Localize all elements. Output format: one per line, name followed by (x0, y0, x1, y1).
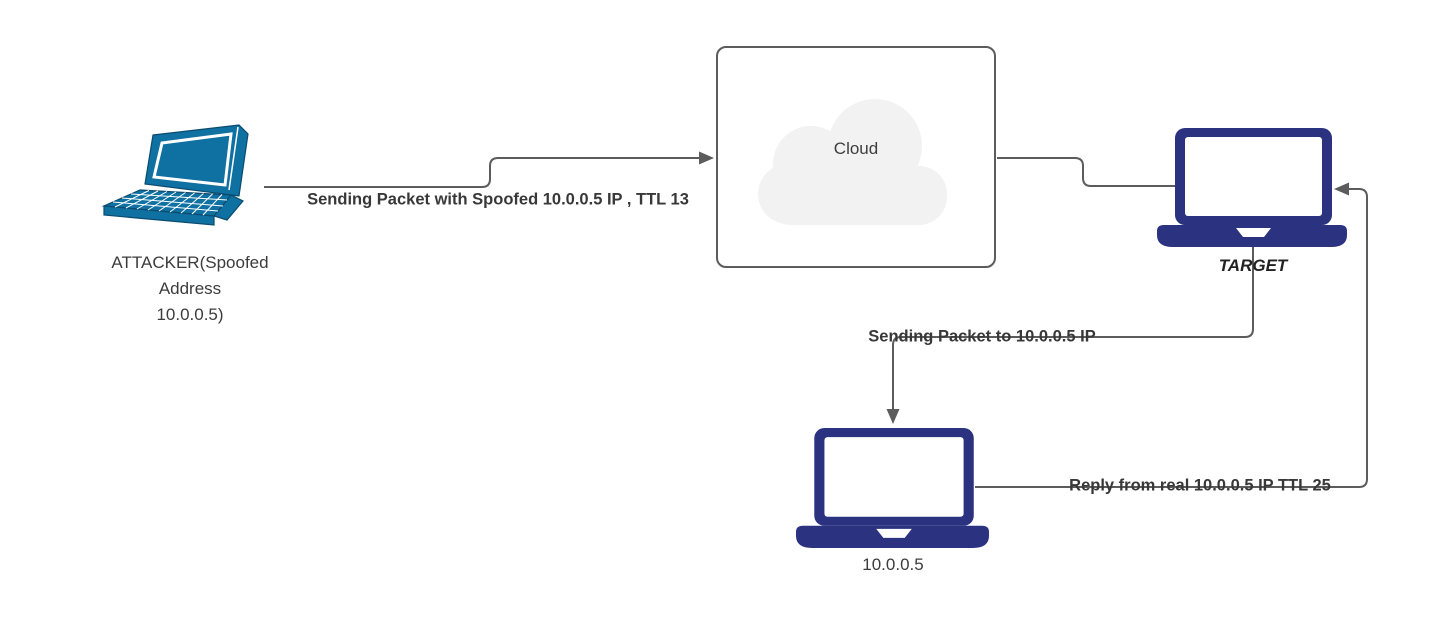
edge-label-spoofed-packet: Sending Packet with Spoofed 10.0.0.5 IP … (307, 190, 689, 209)
arrowhead-into-cloud-icon (699, 151, 714, 165)
edge-label-sending-to-real: Sending Packet to 10.0.0.5 IP (868, 327, 1096, 346)
attacker-laptop-icon (101, 124, 249, 226)
target-label: TARGET (1218, 256, 1288, 275)
cloud-label: Cloud (833, 139, 879, 158)
attacker-label: ATTACKER(Spoofed Address 10.0.0.5) (111, 253, 269, 324)
node-real-host[interactable] (796, 428, 989, 549)
arrowhead-into-target-icon (1334, 182, 1349, 196)
node-target[interactable] (1157, 128, 1347, 248)
edge-cloud-to-target[interactable] (997, 157, 1176, 187)
node-cloud[interactable]: Cloud (716, 46, 996, 268)
edge-target-to-real-host[interactable] (892, 247, 1254, 409)
target-laptop-icon (1157, 128, 1347, 247)
real-host-label: 10.0.0.5 (862, 555, 924, 574)
edge-attacker-to-cloud[interactable] (264, 157, 699, 188)
edge-real-host-to-target[interactable] (975, 188, 1368, 488)
real-host-laptop-icon (796, 428, 989, 548)
node-attacker[interactable] (98, 122, 268, 234)
edge-label-reply-from-real: Reply from real 10.0.0.5 IP TTL 25 (1069, 476, 1331, 495)
arrowhead-into-real-host-icon (886, 409, 900, 424)
cloud-icon (758, 99, 947, 225)
